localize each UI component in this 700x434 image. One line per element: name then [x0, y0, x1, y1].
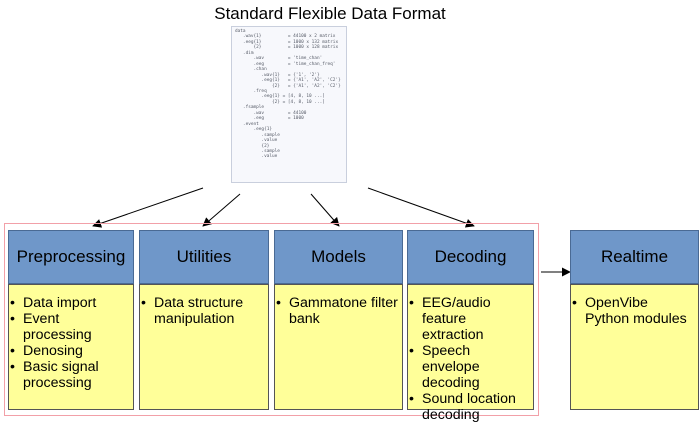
- code-line: .eeg{1}: [235, 127, 273, 133]
- arrow-to-decoding: [367, 187, 475, 228]
- module-header: Realtime: [570, 230, 699, 284]
- module-header: Utilities: [139, 230, 269, 284]
- code-line: .freq: [235, 88, 267, 94]
- code-line: .dim: [235, 50, 254, 56]
- list-item: Speech envelope decoding: [409, 343, 529, 391]
- module-body: EEG/audio feature extraction Speech enve…: [407, 284, 534, 423]
- list-item: Event processing: [10, 311, 129, 343]
- code-line: .wav{1} = {'1', '2'}: [235, 72, 320, 78]
- module-header: Models: [274, 230, 403, 284]
- item-list: OpenVibe Python modules: [571, 295, 694, 327]
- code-line: .wav{1} = 44100 x 2 matrix: [235, 34, 336, 40]
- code-line: .sample: [235, 148, 280, 154]
- arrow-to-preprocessing: [92, 187, 204, 228]
- code-line: .eeg = 1000: [235, 116, 304, 122]
- module-body: Data import Event processing Denosing Ba…: [8, 284, 134, 410]
- code-line: .eeg{1} = {'A1', 'A2', 'C2'}: [235, 78, 341, 84]
- list-item: OpenVibe Python modules: [572, 295, 694, 327]
- item-list: Data structure manipulation: [140, 295, 264, 327]
- list-item: Sound location decoding: [409, 391, 529, 423]
- list-item: Data structure manipulation: [141, 295, 264, 327]
- list-item: Gammatone filter bank: [276, 295, 398, 327]
- code-line: {2}: [235, 143, 270, 149]
- code-line: .sample: [235, 132, 280, 138]
- code-line: .wav = 'time_chan': [235, 56, 323, 62]
- code-line: {2} = [4, 8, 10 ...]: [235, 99, 325, 105]
- list-item: Basic signal processing: [10, 359, 129, 391]
- item-list: EEG/audio feature extraction Speech enve…: [408, 295, 529, 423]
- list-item: Data import: [10, 295, 129, 311]
- list-item: Denosing: [10, 343, 129, 359]
- code-line: .eeg{1} = [4, 8, 10 ...]: [235, 94, 325, 100]
- code-line: .value: [235, 138, 278, 144]
- code-line: {2} = 1000 x 128 matrix: [235, 45, 339, 51]
- module-body: Gammatone filter bank: [274, 284, 403, 410]
- code-line: {2} = {'A1', 'A2', 'C2'}: [235, 83, 341, 89]
- arrow-to-utilities: [202, 193, 241, 227]
- data-format-code-panel: data .wav{1} = 44100 x 2 matrix .eeg{1} …: [231, 26, 347, 183]
- module-header: Decoding: [407, 230, 534, 284]
- code-line: .event: [235, 121, 259, 127]
- code-line: data: [235, 29, 246, 34]
- module-body: Data structure manipulation: [139, 284, 269, 410]
- diagram-title: Standard Flexible Data Format: [214, 4, 446, 23]
- code-line: .eeg{1} = 1000 x 132 matrix: [235, 39, 339, 45]
- code-line: .chan: [235, 67, 267, 73]
- code-line: .fsample: [235, 105, 265, 111]
- code-line: .eeg = 'time_chan_freq': [235, 61, 336, 67]
- item-list: Gammatone filter bank: [275, 295, 398, 327]
- item-list: Data import Event processing Denosing Ba…: [9, 295, 129, 391]
- code-line: .wav = 44100: [235, 110, 307, 116]
- arrow-to-models: [310, 193, 340, 227]
- module-header: Preprocessing: [8, 230, 134, 284]
- module-body: OpenVibe Python modules: [570, 284, 699, 410]
- list-item: EEG/audio feature extraction: [409, 295, 529, 343]
- code-line: .value: [235, 154, 278, 160]
- offline-modules-group: [4, 223, 539, 416]
